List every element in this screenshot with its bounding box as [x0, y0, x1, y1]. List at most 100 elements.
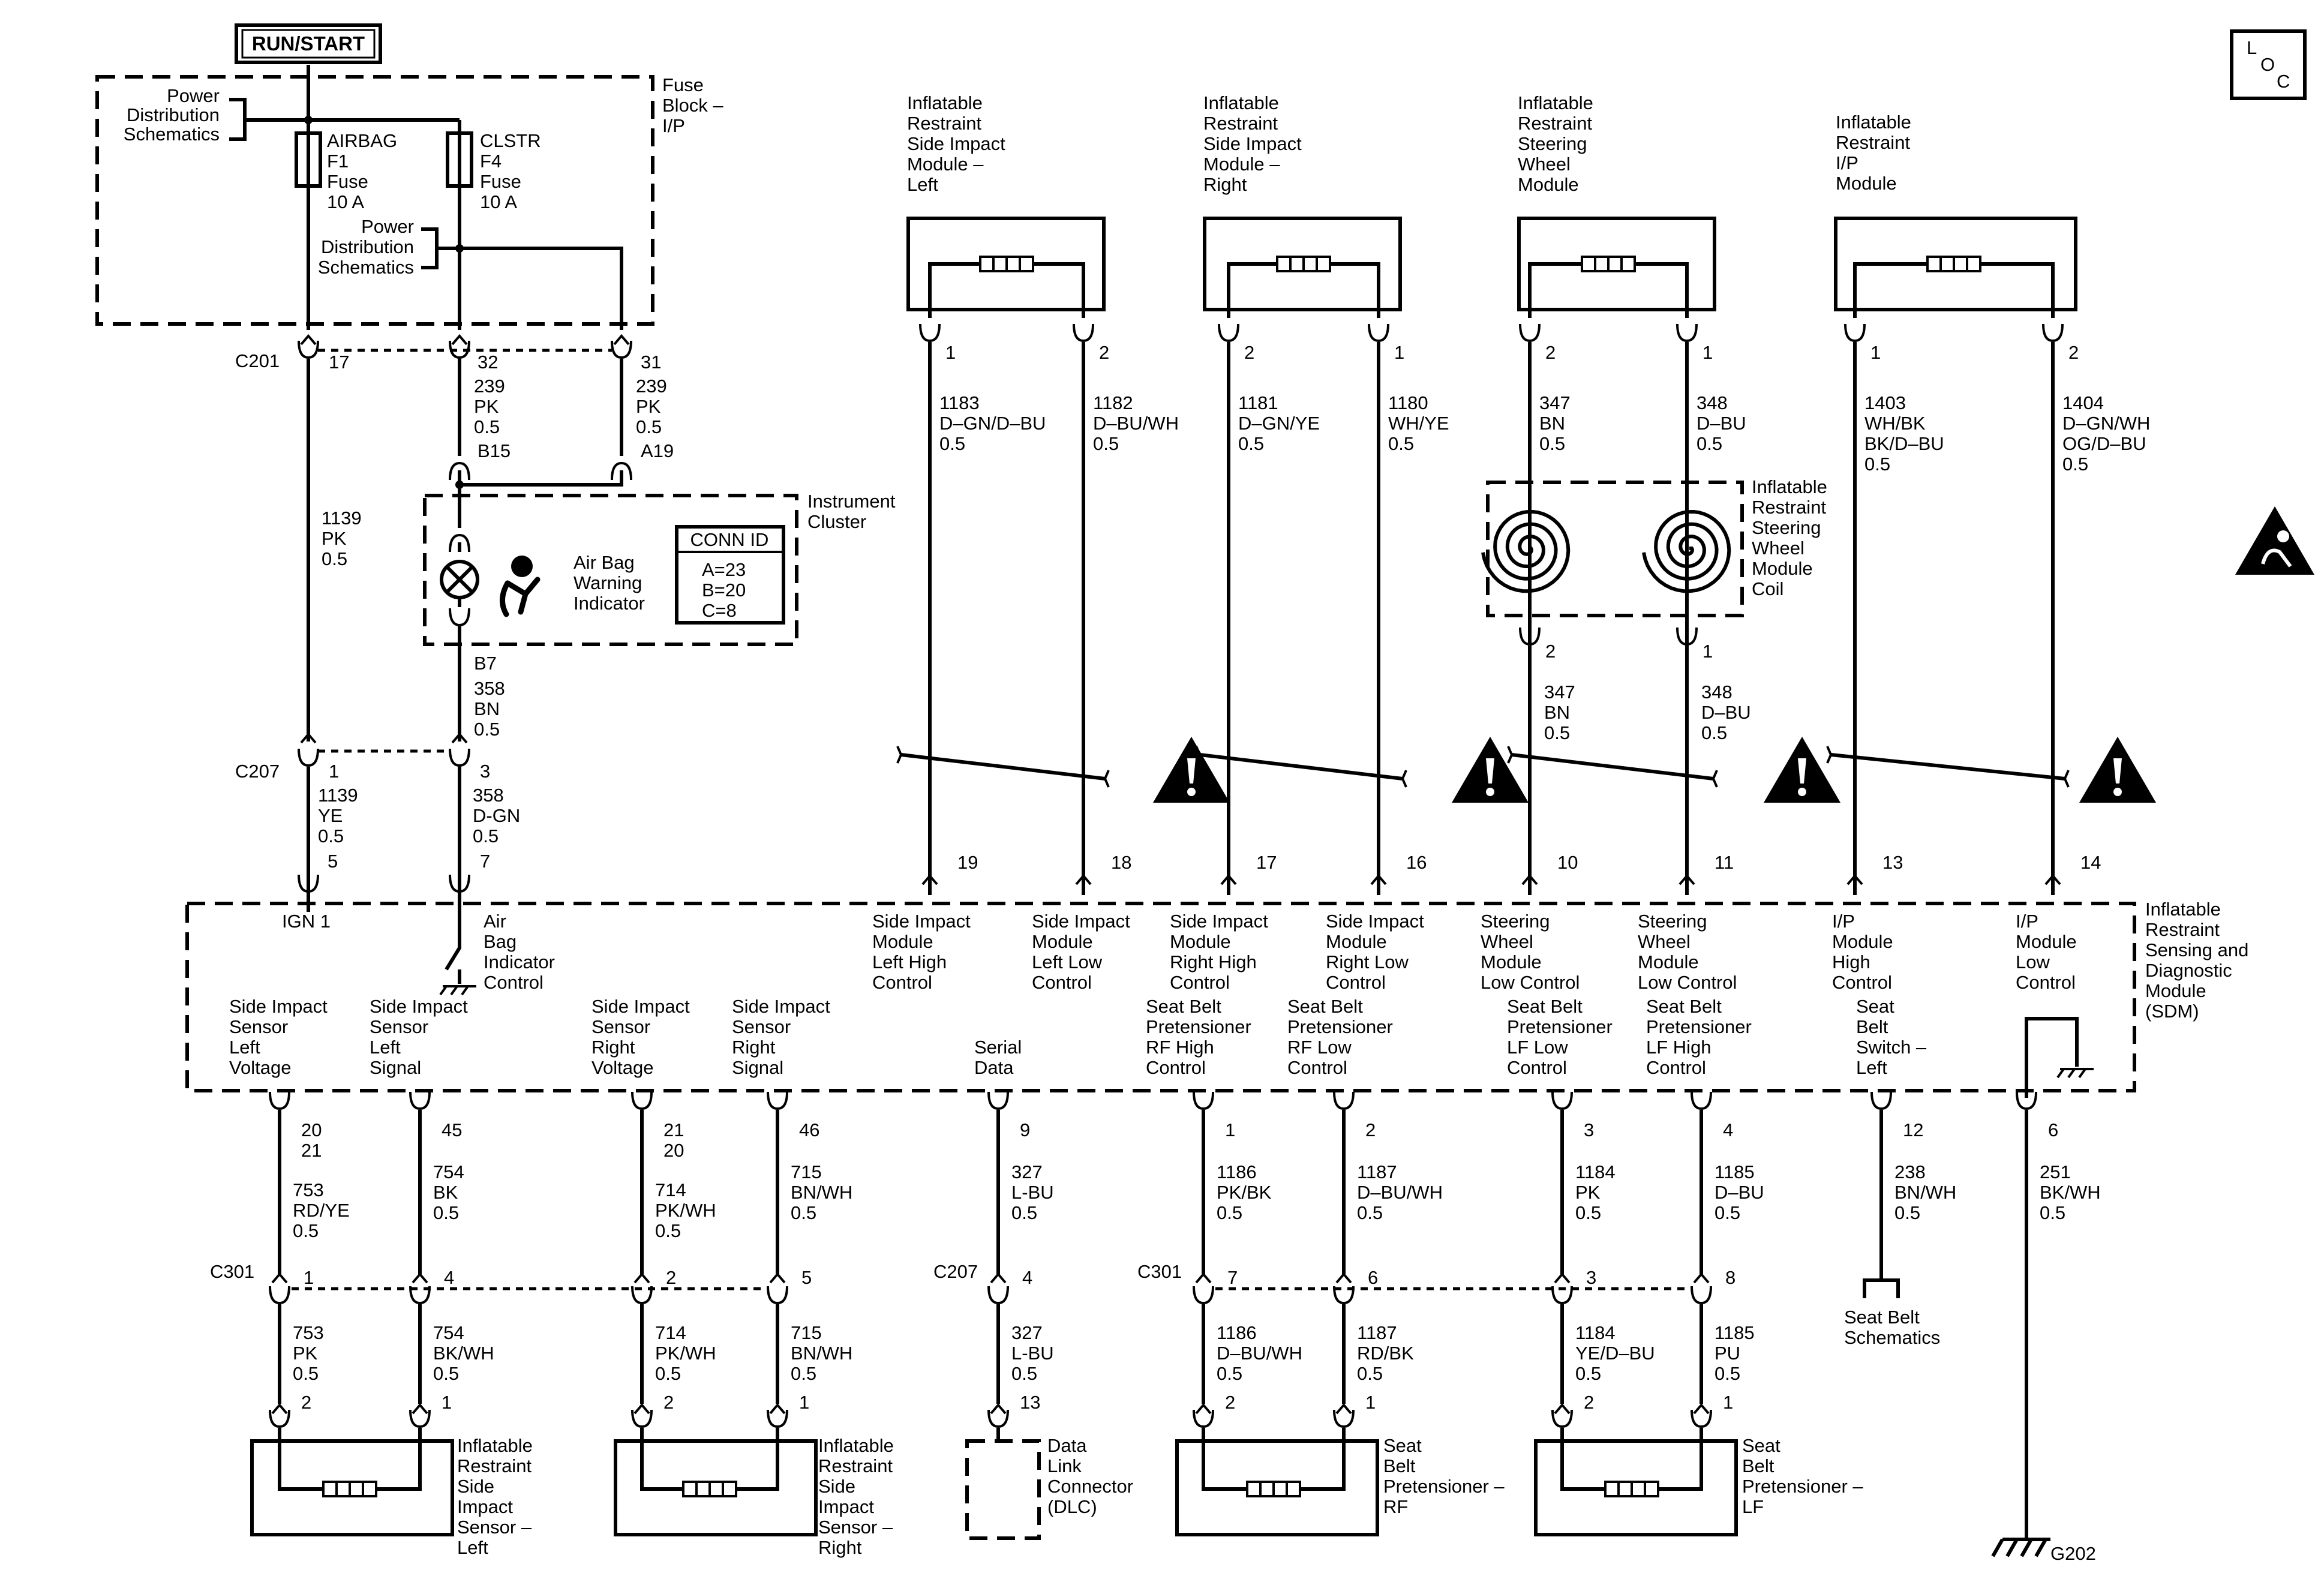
module-label-1: Module –	[1203, 154, 1280, 175]
coil-label: Wheel	[1752, 538, 1804, 559]
terminal-arc	[409, 1409, 431, 1428]
terminal-arc	[449, 340, 470, 359]
ground-icon	[2056, 1068, 2094, 1079]
pin-label: 4	[1723, 1119, 1733, 1140]
pin-label: 6	[2048, 1119, 2058, 1140]
wire-label-bottom-b: 0.5	[293, 1363, 319, 1384]
wire-1139-label: 1139	[322, 508, 362, 529]
sdm-bottom-label: Serial	[974, 1037, 1022, 1058]
pin-label: 45	[442, 1119, 462, 1140]
pin-arrow	[613, 334, 630, 346]
sdm-bottom-label: Right	[732, 1037, 776, 1058]
terminal-arc	[1676, 627, 1698, 646]
sdm-bottom-label: RF Low	[1287, 1037, 1352, 1058]
warning-triangle-icon	[1798, 758, 1806, 784]
device-label-2: Link	[1047, 1455, 1082, 1476]
device-label-0: Side	[457, 1476, 494, 1497]
wire-label-bottom-b: 0.5	[433, 1363, 459, 1384]
pin-label: 18	[1111, 852, 1131, 873]
fuse-clstr	[446, 131, 473, 188]
wire-label-bottom-b: BK/WH	[433, 1343, 494, 1364]
pin-label: 17	[1256, 852, 1277, 873]
wire-label-b: 348	[1701, 682, 1733, 703]
wire-label-1: 0.5	[1093, 433, 1119, 454]
sdm-bottom-label: Signal	[370, 1057, 421, 1078]
sdm-top-label: I/P	[1832, 911, 1855, 932]
terminal-arc	[1691, 1286, 1712, 1305]
sdm-bottom-label: LF High	[1646, 1037, 1712, 1058]
wire-label-bottom: PK/BK	[1217, 1182, 1272, 1203]
wire-label-bottom-b: PK/WH	[655, 1343, 716, 1364]
pin-label: 13	[1020, 1392, 1040, 1413]
pin-label: 3	[1586, 1267, 1596, 1288]
pin-arrow	[921, 873, 938, 885]
terminal-arc	[2016, 1091, 2037, 1110]
sdm-top-label: Module	[872, 931, 933, 952]
twisted-pair-mark	[900, 753, 1106, 781]
wire-label-bottom: RD/YE	[293, 1200, 350, 1221]
wire-label-bottom: 0.5	[2040, 1202, 2065, 1223]
sdm-bottom-label: Right	[591, 1037, 635, 1058]
sdm-bottom-label: Data	[974, 1057, 1014, 1078]
pin-arrow	[1693, 1403, 1710, 1415]
wire-label-bottom: 0.5	[655, 1220, 681, 1241]
pin-label: 1	[442, 1392, 452, 1413]
fuse-airbag	[295, 131, 322, 188]
module-label-0: Side Impact	[907, 133, 1005, 154]
pin-arrow	[990, 1403, 1007, 1415]
fuse-clstr-label: F4	[480, 151, 502, 172]
coil-box	[1486, 481, 1744, 617]
wire-358-label: BN	[474, 698, 500, 719]
pin-label: 8	[1725, 1267, 1736, 1288]
module-label-3: Inflatable	[1836, 112, 1911, 133]
wire-239-label: 239	[636, 376, 667, 397]
warning-triangle-icon	[1452, 737, 1529, 803]
sdm-bottom-label: Sensor	[732, 1016, 791, 1037]
coil-label: Module	[1752, 558, 1813, 579]
wire-label-bottom-b: 1186	[1217, 1322, 1257, 1343]
warning-triangle-icon	[1187, 758, 1196, 784]
sdm-top-label: High	[1832, 951, 1870, 972]
twisted-pair-mark	[1507, 746, 1514, 764]
terminal-arc	[1218, 323, 1239, 343]
wire	[460, 247, 623, 330]
wire-label-bottom-b: YE/D–BU	[1575, 1343, 1655, 1364]
pin-label: B7	[474, 653, 497, 674]
pin-label: 2	[1584, 1392, 1594, 1413]
warning-triangle-icon	[1486, 788, 1494, 796]
fuse-clstr-label: 10 A	[480, 191, 517, 212]
pin-label: 2	[301, 1392, 311, 1413]
wire-label-5: D–BU	[1697, 413, 1746, 434]
wire-1139ye-label: 0.5	[318, 825, 344, 846]
airbag-icon	[500, 556, 541, 617]
device-label-1: Restraint	[818, 1455, 893, 1476]
sdm-top-label: Module	[2016, 931, 2077, 952]
wire-label-4: 347	[1539, 392, 1571, 413]
device-label-0: Inflatable	[457, 1435, 533, 1456]
loc-label: C	[2277, 71, 2290, 92]
warning-triangle-icon	[1187, 788, 1196, 796]
pin-label: 9	[1020, 1119, 1030, 1140]
sdm-top-label: Control	[2016, 972, 2076, 993]
terminal-arc	[611, 461, 632, 481]
twisted-pair-mark	[896, 746, 903, 764]
sdm-top-label: Module	[1832, 931, 1893, 952]
terminal-arc	[631, 1286, 653, 1305]
terminal-arc	[1870, 1091, 1892, 1110]
twisted-pair-mark	[1826, 746, 1833, 764]
pin-label: 20	[301, 1119, 322, 1140]
sdm-top-label: Module	[1326, 931, 1387, 952]
device-label-2: Data	[1047, 1435, 1087, 1456]
sdm-bottom-label: Side Impact	[591, 996, 690, 1017]
device-label-2: Connector	[1047, 1476, 1133, 1497]
terminal-arc	[449, 461, 470, 481]
wire-label-7: OG/D–BU	[2062, 433, 2146, 454]
shapes-layer	[95, 23, 2314, 1540]
airbag-icon	[500, 577, 541, 617]
device-label-1: Impact	[818, 1496, 874, 1517]
pin-label: 2	[1099, 342, 1109, 363]
pin-label: 46	[799, 1119, 819, 1140]
wire-label-6: BK/D–BU	[1864, 433, 1944, 454]
cluster-title: Cluster	[807, 511, 866, 532]
pin-label: 12	[1903, 1119, 1923, 1140]
